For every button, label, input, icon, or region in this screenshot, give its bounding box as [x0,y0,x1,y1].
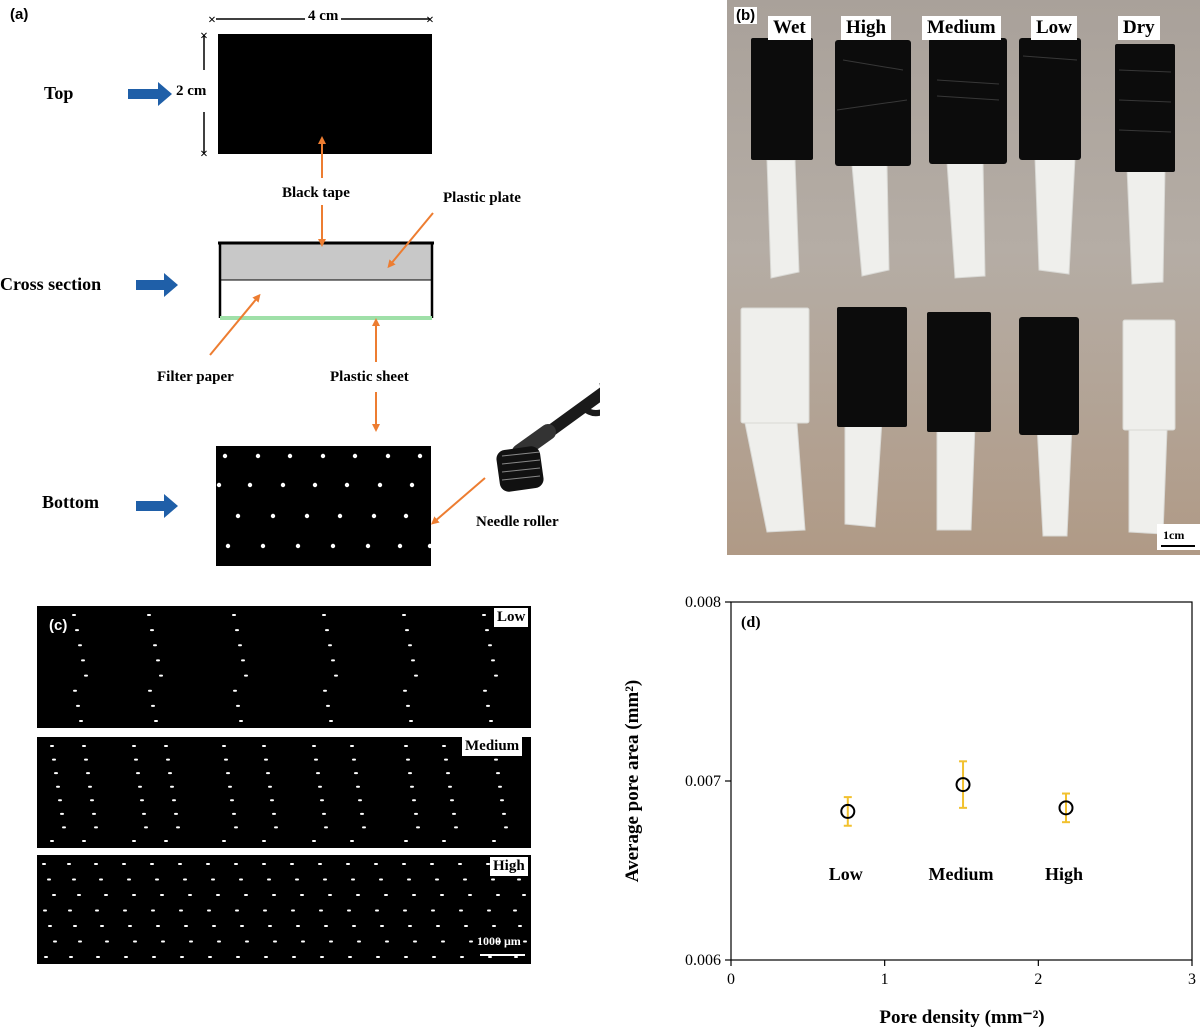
view-arrows [128,82,178,518]
column-label-medium: Medium [922,16,1001,40]
bottom-view-needle-holes [216,446,431,566]
svg-text:×: × [200,29,208,44]
panel-c-label: (c) [49,617,68,634]
panel-b-label: (b) [734,7,758,24]
micrograph-label-medium: Medium [462,737,523,756]
data-point-medium: Medium [929,760,994,884]
height-dimension-label: 2 cm [176,83,207,99]
micrograph-low [37,606,531,728]
panel-d-chart: 0 1 2 3 0.006 0.007 0.008 Low Medium High (d) Po… [622,594,1196,1028]
y-tick-label: 0.007 [685,773,721,790]
strip-wet-top [751,38,813,160]
needle-roller-label: Needle roller [476,514,559,530]
column-label-wet: Wet [768,16,811,40]
bottom-view-label: Bottom [42,492,99,512]
strip-high-bottom [837,307,907,427]
strip-low-top [1019,38,1081,160]
strip-dry-bottom [1122,319,1176,431]
strip-high-top [835,40,911,166]
group-label: Medium [929,864,994,884]
strip-dry-top [1115,44,1175,172]
y-tick-label: 0.006 [685,952,721,969]
needle-roller-icon [496,382,600,492]
marker [955,777,971,793]
y-axis-title: Average pore area (mm²) [622,680,643,882]
group-label: High [1045,864,1083,884]
data-point-low: Low [829,796,863,884]
marker [840,803,856,819]
cross-section-arrow [136,273,178,297]
column-label-dry: Dry [1118,16,1160,40]
marker [1058,800,1074,816]
top-view-black-tape [218,34,432,154]
micrograph-scale-bar-label: 1000 μm [477,934,521,948]
width-dimension-label: 4 cm [305,8,342,25]
needle-hole-dots [216,453,433,549]
svg-text:×: × [208,13,216,28]
micrograph-high [37,855,531,964]
data-point-high: High [1045,792,1083,884]
strip-medium-bottom [927,312,991,432]
cross-section-diagram [218,241,434,320]
sample-strips [740,38,1200,550]
svg-text:×: × [200,147,208,162]
top-view-label: Top [44,83,74,103]
top-view-arrow [128,82,172,106]
x-axis-title: Pore density (mm⁻²) [879,1007,1044,1028]
y-tick-label: 0.008 [685,594,721,611]
strip-medium-top [929,38,1007,164]
panel-d-label: (d) [741,614,761,631]
strip-low-bottom [1019,317,1079,435]
plot-frame [730,601,1193,961]
panel-b-photo [727,0,1200,555]
micrograph-label-high: High [490,857,528,876]
panel-b-scale-bar-label: 1cm [1163,528,1185,542]
x-tick-label: 2 [1034,971,1042,988]
micrograph-label-low: Low [494,608,529,627]
x-tick-label: 1 [881,971,889,988]
svg-text:×: × [426,13,434,28]
plastic-plate-label: Plastic plate [443,190,521,206]
x-tick-label: 0 [727,971,735,988]
column-label-high: High [841,16,892,40]
panel-a-label: (a) [10,6,29,23]
height-dimension: × × [200,29,208,162]
bottom-view-arrow [136,494,178,518]
black-tape-label: Black tape [282,185,350,201]
x-tick-label: 3 [1188,971,1196,988]
filter-paper-label: Filter paper [157,369,234,385]
column-label-low: Low [1031,16,1077,40]
cross-section-label: Cross section [0,274,102,294]
micrograph-medium [37,737,531,848]
strip-wet-bottom [740,307,810,424]
callout-arrows [209,136,486,525]
panel-a-schematic: × × × × [128,13,600,566]
panel-c-micrographs [37,606,531,964]
group-label: Low [829,864,863,884]
plastic-sheet-label: Plastic sheet [330,369,409,385]
